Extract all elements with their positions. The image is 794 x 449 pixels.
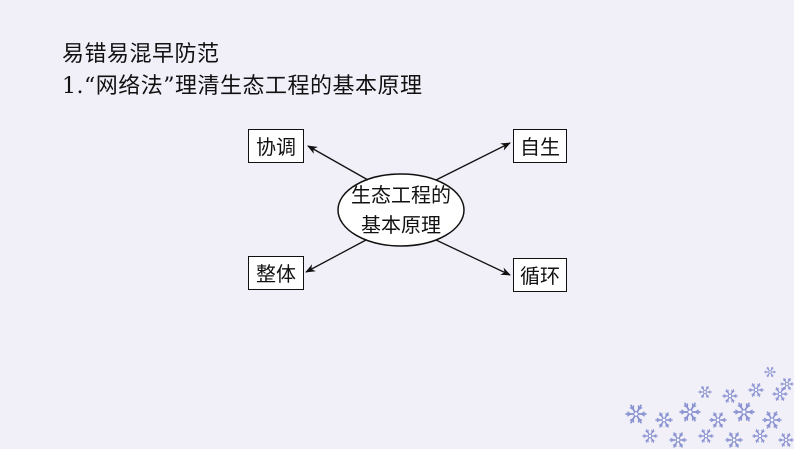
snowflake-icon	[733, 401, 755, 423]
snowflake-icon	[669, 431, 687, 449]
node-top-left: 协调	[248, 129, 304, 163]
snowflake-icon	[762, 410, 782, 430]
arrow-to-bottom-right	[436, 240, 510, 275]
snowflake-icon	[725, 431, 743, 449]
center-label-line-1: 生态工程的	[338, 180, 464, 210]
snowflake-icon	[780, 377, 794, 391]
node-bottom-right: 循环	[513, 258, 567, 292]
snowflake-icon	[698, 428, 714, 444]
snowflake-icon	[679, 401, 701, 423]
snowflake-icon	[709, 411, 727, 429]
snowflake-icon	[764, 366, 776, 378]
snowflake-icon	[778, 432, 794, 448]
snowflake-icon	[722, 388, 738, 404]
arrow-to-top-left	[308, 146, 368, 180]
center-label: 生态工程的 基本原理	[338, 180, 464, 240]
snowflake-icon	[752, 428, 768, 444]
snowflake-icon	[698, 385, 712, 399]
snowflake-icon	[625, 403, 647, 425]
arrow-to-top-right	[436, 143, 510, 180]
snowflake-icon	[655, 411, 673, 429]
arrow-to-bottom-left	[306, 240, 366, 272]
snowflake-icon	[642, 428, 658, 444]
node-top-right: 自生	[513, 129, 567, 163]
snowflake-icon	[748, 382, 764, 398]
node-bottom-left: 整体	[248, 256, 304, 290]
center-label-line-2: 基本原理	[338, 210, 464, 240]
